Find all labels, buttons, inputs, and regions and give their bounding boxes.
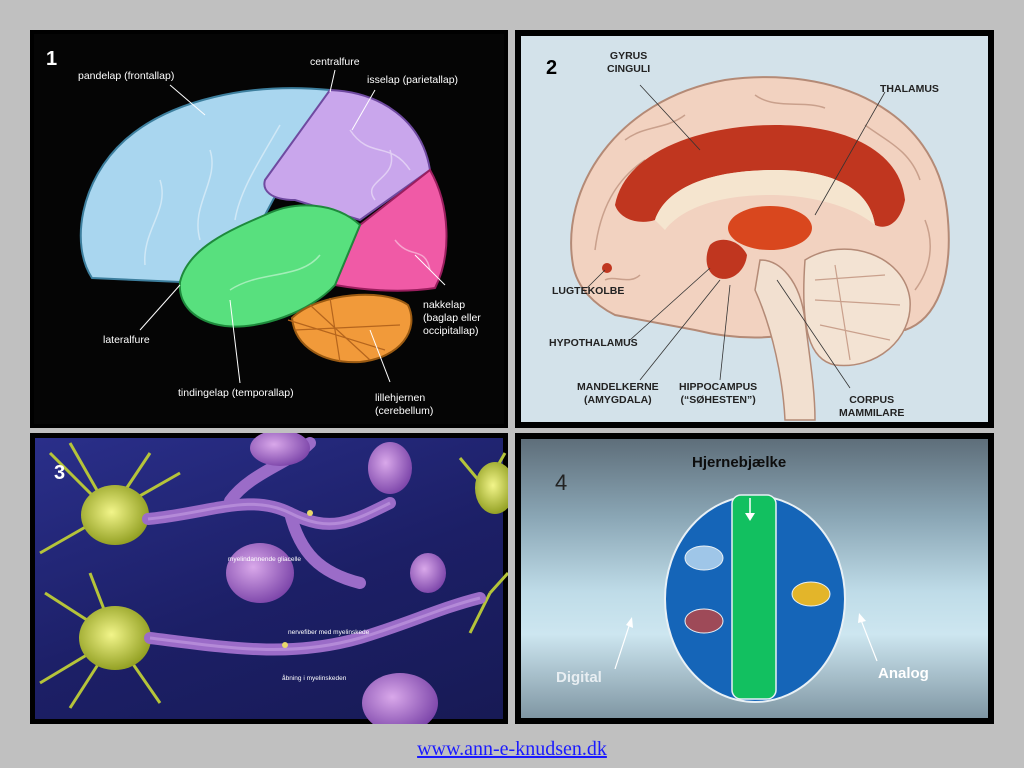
- glial-cell: [362, 673, 438, 724]
- glial-cell: [250, 433, 310, 466]
- neuron-cell-body: [79, 606, 151, 670]
- label-lateralfure: lateralfure: [103, 334, 150, 346]
- temporal-lobe: [178, 204, 362, 328]
- corpus-callosum: [655, 170, 875, 230]
- hypothalamus-region: [706, 239, 747, 279]
- cerebellum-section: [803, 248, 911, 367]
- panel-number-2: 2: [546, 57, 558, 79]
- arrow-up-right-icon: [858, 613, 866, 623]
- label-lillehjernen: lillehjernen (cerebellum): [375, 392, 434, 417]
- label-gyrus-cinguli: GYRUS CINGULI: [607, 50, 651, 75]
- glial-cell: [368, 442, 412, 494]
- label-hjernebjaelke: Hjernebjælke: [692, 454, 787, 471]
- label-thalamus: THALAMUS: [880, 83, 939, 95]
- label-corpus-mammilare: CORPUS MAMMILARE: [839, 394, 905, 419]
- occipital-lobe: [333, 168, 448, 292]
- panel-number-4: 4: [555, 470, 568, 495]
- label-abning: åbning i myelinskeden: [282, 675, 347, 682]
- label-nervefiber: nervefiber med myelinskede: [288, 629, 370, 636]
- cerebellum: [290, 293, 413, 364]
- label-lugtekolbe: LUGTEKOLBE: [552, 285, 625, 297]
- label-centralfure: centralfure: [310, 56, 360, 68]
- brainstem: [754, 259, 816, 421]
- label-analog: Analog: [878, 665, 929, 682]
- arrow-up-left-icon: [626, 617, 633, 628]
- glial-cell: [226, 543, 294, 603]
- neuron-cell-body: [81, 485, 149, 545]
- website-link[interactable]: www.ann-e-knudsen.dk: [417, 738, 607, 760]
- arrow-down-icon: [745, 513, 755, 521]
- label-isselap: isselap (parietallap): [367, 74, 459, 86]
- panel-brain-lobes: 1 centralfure pandelap (frontallap) isse…: [30, 30, 508, 428]
- label-pandelap: pandelap (frontallap): [78, 70, 175, 82]
- glial-cell: [410, 553, 446, 593]
- label-tindingelap: tindingelap (temporallap): [178, 387, 294, 399]
- label-digital: Digital: [556, 669, 602, 686]
- axon: [284, 507, 366, 589]
- hemisphere-diagram: [614, 494, 878, 703]
- label-hypothalamus: HYPOTHALAMUS: [549, 337, 638, 349]
- panel-hemispheres: 4 Hjernebjælke Digital Analog: [515, 433, 994, 724]
- label-nakkelap: nakkelap (baglap eller occipitallap): [423, 299, 481, 337]
- corpus-callosum-bar: [731, 494, 777, 700]
- panel-number-1: 1: [46, 48, 58, 70]
- panel-neurons: 3 myelindannende gliacelle nervefiber me…: [30, 433, 508, 724]
- panel-brain-sagittal: 2 GYRUS CINGULI THALAMUS LUGTEKOLBE HYPO…: [515, 30, 994, 428]
- axon: [144, 592, 486, 656]
- sagittal-brain-illustration: [570, 76, 950, 421]
- digital-region-lower: [684, 608, 724, 634]
- panel-number-3: 3: [54, 462, 66, 484]
- gyrus-cinguli: [615, 125, 905, 227]
- label-gliacelle: myelindannende gliacelle: [228, 556, 301, 563]
- digital-region-upper: [684, 545, 724, 571]
- label-mandelkerne: MANDELKERNE (AMYGDALA): [577, 381, 659, 406]
- neuron-cell-body: [475, 462, 508, 514]
- neuron-illustration: [39, 433, 508, 724]
- label-hippocampus: HIPPOCAMPUS (“SØHESTEN”): [679, 381, 758, 406]
- analog-region: [791, 581, 831, 607]
- brain-lobes-illustration: [79, 69, 448, 384]
- thalamus-region: [728, 206, 812, 250]
